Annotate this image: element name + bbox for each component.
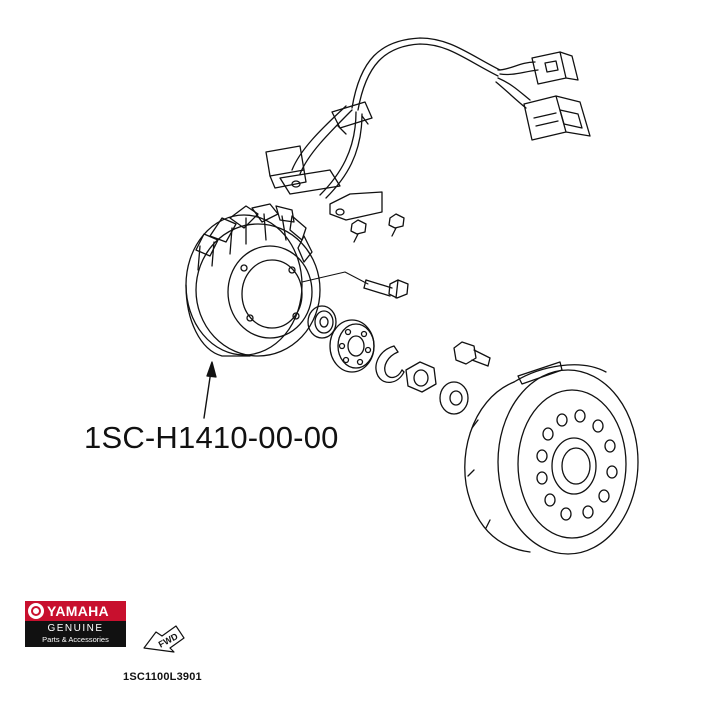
bolt-leader-line: [301, 271, 369, 285]
mounting-plate: [329, 191, 383, 221]
screws: [350, 213, 405, 243]
logo-line1: GENUINE: [47, 623, 104, 634]
tuning-fork-emblem-icon: [28, 603, 44, 619]
flywheel-nut: [405, 361, 437, 393]
small-connector: [531, 51, 579, 85]
logo-banner: YAMAHA: [25, 601, 126, 621]
circlip: [375, 345, 405, 383]
fwd-direction-marker: FWD: [143, 625, 185, 653]
wiring-harness: [291, 37, 539, 199]
part-number-label: 1SC-H1410-00-00: [84, 420, 339, 455]
flywheel-rotor: [464, 361, 639, 555]
washer: [439, 381, 469, 415]
stator-bolt: [363, 279, 409, 299]
part-pointer-arrow: [203, 361, 217, 419]
large-connector: [523, 95, 591, 141]
stator: [185, 203, 321, 357]
wire-clamp: [265, 145, 341, 195]
logo-brand: YAMAHA: [47, 603, 109, 619]
large-bearing: [329, 319, 375, 373]
small-bolt: [453, 341, 491, 367]
yamaha-genuine-logo: YAMAHA GENUINE Parts & Accessories: [25, 601, 126, 647]
small-bearing: [307, 305, 337, 339]
logo-line2: Parts & Accessories: [42, 635, 109, 644]
reference-code: 1SC1100L3901: [123, 671, 202, 683]
